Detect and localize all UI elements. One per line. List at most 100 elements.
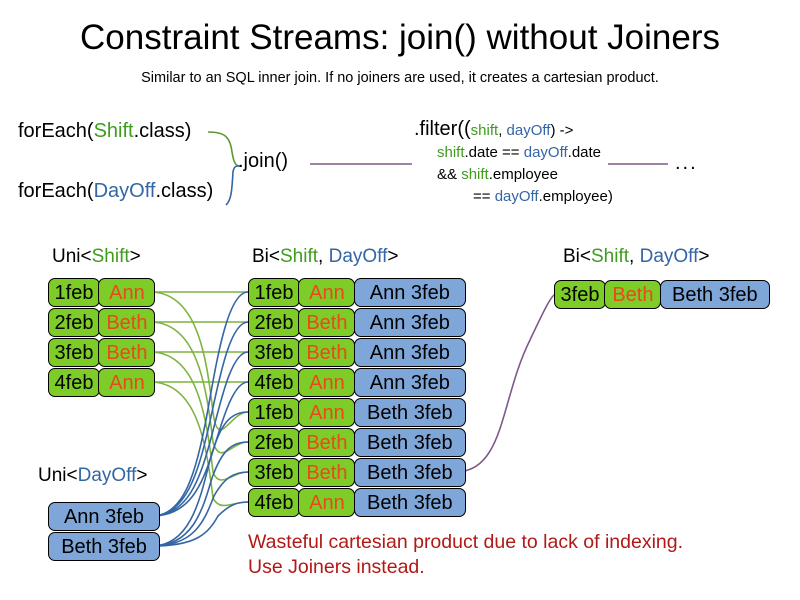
cell-employee: Beth: [604, 280, 662, 309]
code-filter-line2: shift.date == dayOff.date: [437, 144, 601, 161]
cell-dayoff: Beth 3feb: [353, 428, 466, 457]
table-row: Beth 3feb: [48, 532, 160, 561]
bi-mid-type1: Shift: [280, 246, 319, 267]
cell-dayoff: Beth 3feb: [659, 280, 770, 309]
header-bi-right: Bi<Shift, DayOff>: [563, 246, 709, 268]
cell-date: 4feb: [248, 368, 300, 397]
cell-date: 2feb: [248, 428, 300, 457]
foreach-dayoff-prefix: forEach(: [18, 180, 94, 202]
foreach-shift-prefix: forEach(: [18, 120, 94, 142]
filter-l3-and: &&: [437, 166, 462, 183]
filter-var-shift: shift: [470, 122, 499, 139]
code-foreach-shift: forEach(Shift.class): [18, 120, 191, 143]
cell-date: 3feb: [248, 338, 300, 367]
cell-employee: Ann: [298, 368, 356, 397]
cell-employee: Beth: [298, 458, 356, 487]
cell-date: 3feb: [248, 458, 300, 487]
cell-date: 3feb: [48, 338, 100, 367]
bi-mid-suffix: >: [387, 246, 399, 267]
warning-line-2: Use Joiners instead.: [248, 556, 425, 578]
cell-employee: Ann: [298, 278, 356, 307]
code-join-label: .join(): [238, 150, 289, 172]
cell-employee: Beth: [298, 308, 356, 337]
cell-dayoff: Beth 3feb: [48, 532, 160, 561]
foreach-dayoff-suffix: .class): [155, 180, 214, 202]
filter-l4-dayoff: dayOff: [494, 188, 539, 205]
cell-date: 1feb: [48, 278, 100, 307]
page-title: Constraint Streams: join() without Joine…: [80, 18, 720, 57]
bi-right-type1: Shift: [591, 246, 630, 267]
uni-shift-type: Shift: [91, 246, 130, 267]
header-uni-dayoff: Uni<DayOff>: [38, 465, 148, 487]
bi-mid-prefix: Bi<: [252, 246, 280, 267]
cell-dayoff: Ann 3feb: [353, 338, 466, 367]
uni-dayoff-suffix: >: [136, 465, 148, 486]
cell-date: 2feb: [248, 308, 300, 337]
cell-dayoff: Ann 3feb: [48, 502, 160, 531]
code-filter-line4: == dayOff.employee): [473, 188, 613, 205]
bi-right-comma: ,: [629, 246, 640, 267]
filter-l3-suffix: .employee: [488, 166, 558, 183]
cell-date: 1feb: [248, 398, 300, 427]
foreach-shift-suffix: .class): [133, 120, 192, 142]
bi-mid-type2: DayOff: [328, 246, 388, 267]
cell-dayoff: Beth 3feb: [353, 398, 466, 427]
page-subtitle: Similar to an SQL inner join. If no join…: [141, 70, 659, 86]
cell-date: 1feb: [248, 278, 300, 307]
table-row: Ann 3feb: [48, 502, 160, 531]
filter-l2-shift: shift: [437, 144, 465, 161]
uni-shift-suffix: >: [129, 246, 141, 267]
cell-employee: Beth: [98, 338, 156, 367]
cell-employee: Ann: [98, 278, 156, 307]
code-ellipsis: ...: [675, 152, 698, 174]
cell-employee: Ann: [98, 368, 156, 397]
foreach-dayoff-type: DayOff: [93, 180, 156, 202]
filter-lambda-arrow: ) ->: [550, 122, 574, 139]
bi-right-type2: DayOff: [639, 246, 699, 267]
filter-l3-shift: shift: [461, 166, 489, 183]
filter-comma: ,: [498, 122, 507, 139]
code-filter-line3: && shift.employee: [437, 166, 558, 183]
bi-right-prefix: Bi<: [563, 246, 591, 267]
foreach-shift-type: Shift: [93, 120, 134, 142]
cell-employee: Ann: [298, 488, 356, 517]
cell-date: 3feb: [554, 280, 606, 309]
code-filter-line1: .filter((shift, dayOff) ->: [414, 118, 573, 141]
uni-dayoff-type: DayOff: [77, 465, 137, 486]
cell-employee: Beth: [98, 308, 156, 337]
filter-l2-mid: .date ==: [464, 144, 524, 161]
filter-var-dayoff: dayOff: [506, 122, 551, 139]
header-uni-shift: Uni<Shift>: [52, 246, 141, 268]
cell-dayoff: Beth 3feb: [353, 488, 466, 517]
uni-shift-prefix: Uni<: [52, 246, 92, 267]
warning-line-1: Wasteful cartesian product due to lack o…: [248, 531, 684, 553]
cell-date: 2feb: [48, 308, 100, 337]
cell-employee: Beth: [298, 338, 356, 367]
filter-l2-suffix: .date: [567, 144, 602, 161]
cell-date: 4feb: [48, 368, 100, 397]
filter-l4-suffix: .employee): [538, 188, 613, 205]
cell-date: 4feb: [248, 488, 300, 517]
cell-employee: Ann: [298, 398, 356, 427]
cell-employee: Beth: [298, 428, 356, 457]
filter-l2-dayoff: dayOff: [523, 144, 568, 161]
filter-l4-eq: ==: [473, 188, 495, 205]
bi-mid-comma: ,: [318, 246, 329, 267]
bi-right-suffix: >: [698, 246, 710, 267]
code-foreach-dayoff: forEach(DayOff.class): [18, 180, 213, 203]
uni-dayoff-prefix: Uni<: [38, 465, 78, 486]
cell-dayoff: Beth 3feb: [353, 458, 466, 487]
cell-dayoff: Ann 3feb: [353, 308, 466, 337]
